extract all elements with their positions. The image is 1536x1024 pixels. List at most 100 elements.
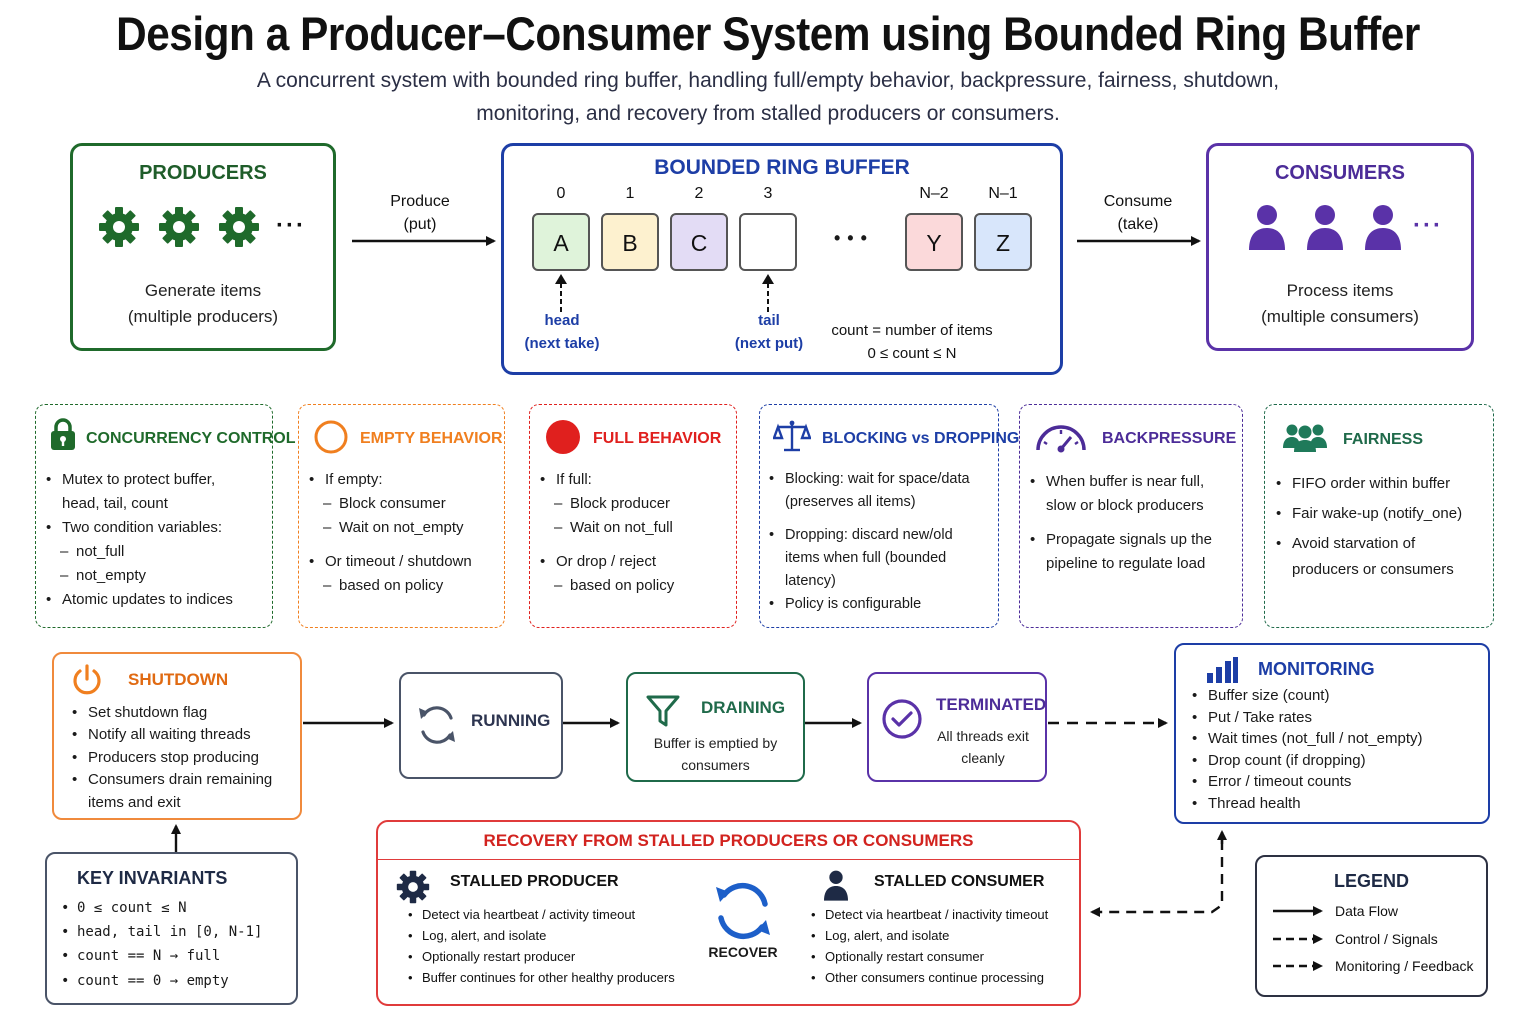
person-icon xyxy=(1249,205,1285,250)
recover-label: RECOVER xyxy=(708,944,778,960)
list-item: Put / Take rates xyxy=(1192,707,1423,729)
producers-caption: Generate items (multiple producers) xyxy=(73,278,333,330)
card-fairness: FAIRNESS FIFO order within buffer Fair w… xyxy=(1264,404,1494,628)
consumers-caption-line-1: Process items xyxy=(1286,281,1394,300)
card-title: CONCURRENCY CONTROL xyxy=(86,430,296,447)
state-desc-line-2: cleanly xyxy=(961,750,1005,766)
monitoring-list: Buffer size (count) Put / Take rates Wai… xyxy=(1192,685,1423,815)
producers-caption-line-2: (multiple producers) xyxy=(127,307,279,326)
produce-label-line-1: Produce xyxy=(390,193,450,210)
list-item: Policy is configurable xyxy=(769,593,970,616)
recovery-title: RECOVERY FROM STALLED PRODUCERS OR CONSU… xyxy=(378,822,1079,860)
list-item: Block consumer xyxy=(309,492,472,516)
state-desc-line-2: consumers xyxy=(681,757,750,773)
stalled-producer-title: STALLED PRODUCER xyxy=(450,873,619,890)
shutdown-box: SHUTDOWN Set shutdown flag Notify all wa… xyxy=(52,652,302,820)
gear-icon xyxy=(99,207,139,247)
full-circle-icon xyxy=(546,420,580,454)
card-list: When buffer is near full, slow or block … xyxy=(1030,470,1212,576)
subtitle-line-2: monitoring, and recovery from stalled pr… xyxy=(476,102,1060,125)
consumers-box: CONSUMERS ··· Process items (multiple co… xyxy=(1206,143,1474,351)
consumers-caption-line-2: (multiple consumers) xyxy=(1261,307,1419,326)
card-title: BACKPRESSURE xyxy=(1102,430,1237,447)
cycle-icon xyxy=(716,882,770,940)
person-icon xyxy=(1365,205,1401,250)
list-item: Atomic updates to indices xyxy=(46,588,233,612)
state-description: All threads exit cleanly xyxy=(929,725,1037,769)
person-icon xyxy=(824,870,848,901)
filter-icon xyxy=(646,695,680,727)
card-list: If empty: Block consumer Wait on not_emp… xyxy=(309,468,472,598)
producers-title: PRODUCERS xyxy=(139,162,267,184)
check-circle-icon xyxy=(882,699,922,739)
list-item: Wait times (not_full / not_empty) xyxy=(1192,728,1423,750)
person-icon xyxy=(1307,205,1343,250)
list-item: Blocking: wait for space/data xyxy=(769,468,970,491)
tail-pointer-arrow xyxy=(762,274,774,312)
shutdown-title: SHUTDOWN xyxy=(128,670,229,689)
state-title: TERMINATED xyxy=(936,695,1047,714)
lock-icon xyxy=(51,418,75,450)
list-item: Set shutdown flag xyxy=(72,702,272,725)
power-icon xyxy=(73,664,101,695)
legend-title: LEGEND xyxy=(1333,871,1409,891)
list-item: Producers stop producing xyxy=(72,747,272,770)
list-item: FIFO order within buffer xyxy=(1276,471,1462,497)
buffer-slot: B xyxy=(601,213,659,271)
list-item: producers or consumers xyxy=(1292,561,1454,578)
card-empty-behavior: EMPTY BEHAVIOR If empty: Block consumer … xyxy=(298,404,505,628)
list-item: not_empty xyxy=(46,564,233,588)
slot-index: 3 xyxy=(763,185,773,202)
state-running: RUNNING xyxy=(399,672,563,779)
legend-box: LEGEND Data Flow Control / Signals Monit… xyxy=(1255,855,1488,997)
head-label-name: head xyxy=(544,312,580,329)
card-title: FAIRNESS xyxy=(1343,431,1424,448)
shutdown-list: Set shutdown flag Notify all waiting thr… xyxy=(72,702,272,814)
gear-icon xyxy=(396,870,430,904)
card-concurrency-control: CONCURRENCY CONTROL Mutex to protect buf… xyxy=(35,404,295,628)
legend-label-monitoring: Monitoring / Feedback xyxy=(1335,958,1474,974)
list-item: Two condition variables: xyxy=(46,516,233,540)
legend-label-data-flow: Data Flow xyxy=(1335,903,1399,919)
list-item: Propagate signals up the xyxy=(1030,528,1212,552)
list-item: head, tail, count xyxy=(62,495,168,512)
state-desc-line-1: Buffer is emptied by xyxy=(653,735,778,751)
card-full-behavior: FULL BEHAVIOR If full: Block producer Wa… xyxy=(529,404,737,628)
ring-buffer-title: BOUNDED RING BUFFER xyxy=(654,156,910,179)
legend-line-samples xyxy=(1273,906,1323,971)
list-item: head, tail in [0, N-1] xyxy=(61,920,262,944)
list-item: Buffer continues for other healthy produ… xyxy=(408,967,675,988)
tail-label-name: tail xyxy=(758,312,780,329)
state-title: DRAINING xyxy=(701,698,786,717)
state-desc-line-1: All threads exit xyxy=(937,728,1029,744)
gear-icon xyxy=(219,207,259,247)
list-item: Wait on not_empty xyxy=(309,516,472,540)
list-item: Avoid starvation of xyxy=(1276,531,1462,557)
slot-index: N–2 xyxy=(919,185,949,202)
list-item: Detect via heartbeat / inactivity timeou… xyxy=(811,904,1048,925)
consumers-caption: Process items (multiple consumers) xyxy=(1209,278,1471,330)
list-item: Log, alert, and isolate xyxy=(811,925,1048,946)
list-item: Thread health xyxy=(1192,793,1423,815)
card-list: Mutex to protect buffer, head, tail, cou… xyxy=(46,468,233,612)
list-item: Error / timeout counts xyxy=(1192,771,1423,793)
card-backpressure: BACKPRESSURE When buffer is near full, s… xyxy=(1019,404,1243,628)
list-item: latency) xyxy=(785,573,836,589)
card-title: BLOCKING vs DROPPING xyxy=(822,430,1020,447)
list-item: When buffer is near full, xyxy=(1030,470,1212,494)
invariants-list: 0 ≤ count ≤ N head, tail in [0, N-1] cou… xyxy=(61,896,262,993)
list-item: Or drop / reject xyxy=(540,550,674,574)
list-item: Buffer size (count) xyxy=(1192,685,1423,707)
buffer-slot xyxy=(739,213,797,271)
card-list: FIFO order within buffer Fair wake-up (n… xyxy=(1276,471,1462,583)
slot-index: 0 xyxy=(556,185,566,202)
monitoring-title: MONITORING xyxy=(1258,659,1375,679)
count-note: count = number of items 0 ≤ count ≤ N xyxy=(814,319,1010,365)
list-item: 0 ≤ count ≤ N xyxy=(61,896,262,920)
list-item: If empty: xyxy=(309,468,472,492)
buffer-slot: Z xyxy=(974,213,1032,271)
monitoring-box: MONITORING Buffer size (count) Put / Tak… xyxy=(1174,643,1490,824)
card-title: EMPTY BEHAVIOR xyxy=(360,430,503,447)
produce-label: Produce (put) xyxy=(372,190,468,236)
consume-label-line-2: (take) xyxy=(1117,216,1159,233)
